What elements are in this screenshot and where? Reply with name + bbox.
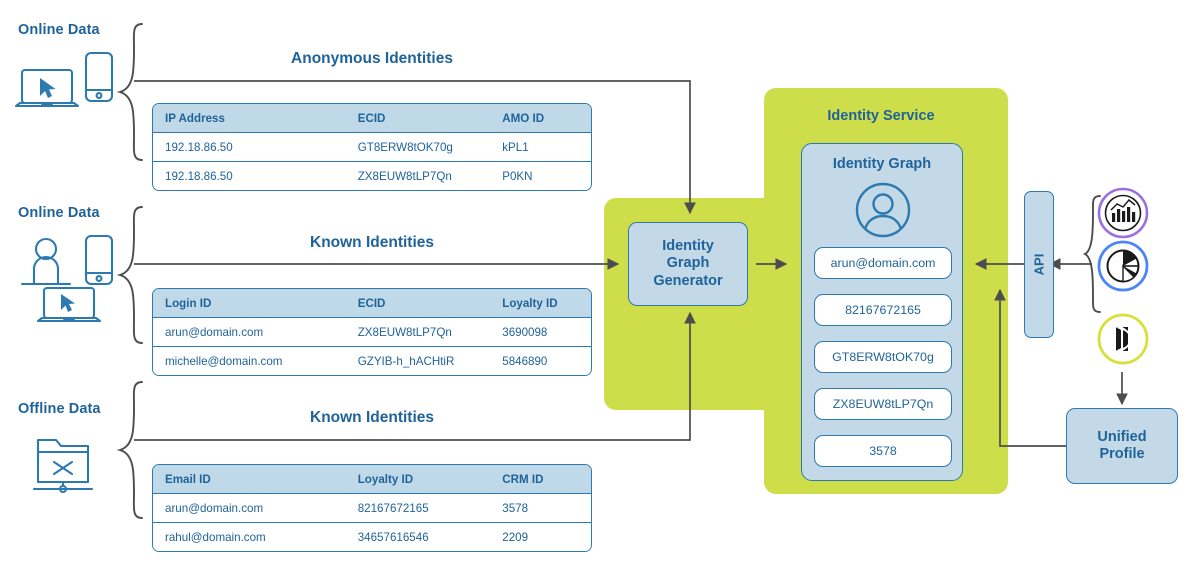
user-avatar-icon (855, 182, 911, 238)
table-cell: 34657616546 (357, 531, 429, 544)
table-row: arun@domain.com 82167672165 3578 (153, 494, 591, 523)
section-title-1: Anonymous Identities (291, 50, 453, 67)
identity-chip[interactable]: GT8ERW8tOK70g (814, 341, 952, 373)
source-icons-1 (14, 51, 114, 108)
identity-chip[interactable]: ZX8EUW8tLP7Qn (814, 388, 952, 420)
connector-offline-to-generator (134, 311, 696, 441)
table-header-row: Email ID Loyalty ID CRM ID (153, 465, 591, 494)
known-identities-table-1: Login ID ECID Loyalty ID arun@domain.com… (152, 288, 592, 376)
unified-profile-line-1: Unified (1097, 428, 1147, 445)
analytics-bar-chart-icon[interactable] (1096, 186, 1150, 240)
adobe-target-icon[interactable] (1096, 312, 1150, 366)
table-cell: arun@domain.com (165, 325, 264, 339)
known-identities-table-2: Email ID Loyalty ID CRM ID arun@domain.c… (152, 464, 592, 552)
unified-profile-box[interactable]: Unified Profile (1066, 408, 1178, 484)
table-row: arun@domain.com ZX8EUW8tLP7Qn 3690098 (153, 318, 591, 347)
table-row: rahul@domain.com 34657616546 2209 (153, 523, 591, 551)
unified-profile-line-2: Profile (1099, 446, 1145, 462)
section-title-3: Known Identities (310, 409, 434, 426)
identity-chip[interactable]: 3578 (814, 435, 952, 467)
table-row: 192.18.86.50 ZX8EUW8tLP7Qn P0KN (153, 162, 591, 190)
column-header: Loyalty ID (357, 472, 414, 486)
column-header: IP Address (165, 111, 225, 125)
column-header: ECID (357, 111, 386, 125)
api-box[interactable]: API (1024, 191, 1054, 338)
table-cell: ZX8EUW8tLP7Qn (357, 170, 452, 183)
source-icons-3 (32, 438, 94, 494)
table-cell: 192.18.86.50 (165, 140, 233, 154)
api-label: API (1031, 253, 1047, 276)
table-cell: 5846890 (502, 355, 548, 368)
connector-unified-profile-left (994, 288, 1066, 447)
table-header-row: Login ID ECID Loyalty ID (153, 289, 591, 318)
source-label-1: Online Data (18, 22, 100, 38)
identity-service-title: Identity Service (827, 108, 935, 124)
identity-chip[interactable]: 82167672165 (814, 294, 952, 326)
table-row: michelle@domain.com GZYIB-h_hACHtiR 5846… (153, 347, 591, 375)
table-cell: GZYIB-h_hACHtiR (357, 355, 455, 368)
source-icons-2 (20, 234, 114, 323)
column-header: ECID (357, 296, 386, 310)
table-cell: GT8ERW8tOK70g (357, 140, 453, 154)
identity-graph-title: Identity Graph (832, 156, 932, 172)
table-cell: 82167672165 (357, 501, 429, 515)
generator-line-1: Identity (662, 238, 714, 255)
source-label-3: Offline Data (18, 401, 101, 417)
generator-line-3: Generator (653, 272, 723, 289)
table-cell: arun@domain.com (165, 501, 264, 515)
apps-brace (1082, 195, 1101, 313)
table-cell: P0KN (502, 170, 533, 183)
identity-graph-generator-box[interactable]: Identity Graph Generator (628, 222, 748, 306)
table-cell: rahul@domain.com (165, 531, 266, 544)
generator-line-2: Graph (666, 255, 710, 272)
table-cell: michelle@domain.com (165, 355, 283, 368)
pie-chart-icon[interactable] (1096, 239, 1150, 293)
identity-chip[interactable]: arun@domain.com (814, 247, 952, 279)
source-brace-2 (116, 206, 143, 344)
identity-graph-panel: Identity Graph arun@domain.com 821676721… (801, 143, 963, 481)
table-row: 192.18.86.50 GT8ERW8tOK70g kPL1 (153, 133, 591, 162)
table-cell: 3578 (502, 501, 529, 515)
table-cell: 2209 (502, 531, 529, 544)
source-brace-3 (116, 381, 143, 519)
table-cell: kPL1 (502, 140, 529, 154)
table-cell: ZX8EUW8tLP7Qn (357, 325, 452, 339)
anonymous-identities-table: IP Address ECID AMO ID 192.18.86.50 GT8E… (152, 103, 592, 191)
column-header: CRM ID (502, 472, 544, 486)
section-title-2: Known Identities (310, 234, 434, 251)
source-brace-1 (116, 23, 143, 161)
table-header-row: IP Address ECID AMO ID (153, 104, 591, 133)
source-label-2: Online Data (18, 205, 100, 221)
column-header: Email ID (165, 472, 211, 486)
table-cell: 192.18.86.50 (165, 170, 233, 183)
column-header: Loyalty ID (502, 296, 558, 310)
table-cell: 3690098 (502, 325, 548, 339)
connector-anonymous-to-generator (134, 80, 696, 215)
column-header: AMO ID (502, 111, 545, 125)
column-header: Login ID (165, 296, 212, 310)
